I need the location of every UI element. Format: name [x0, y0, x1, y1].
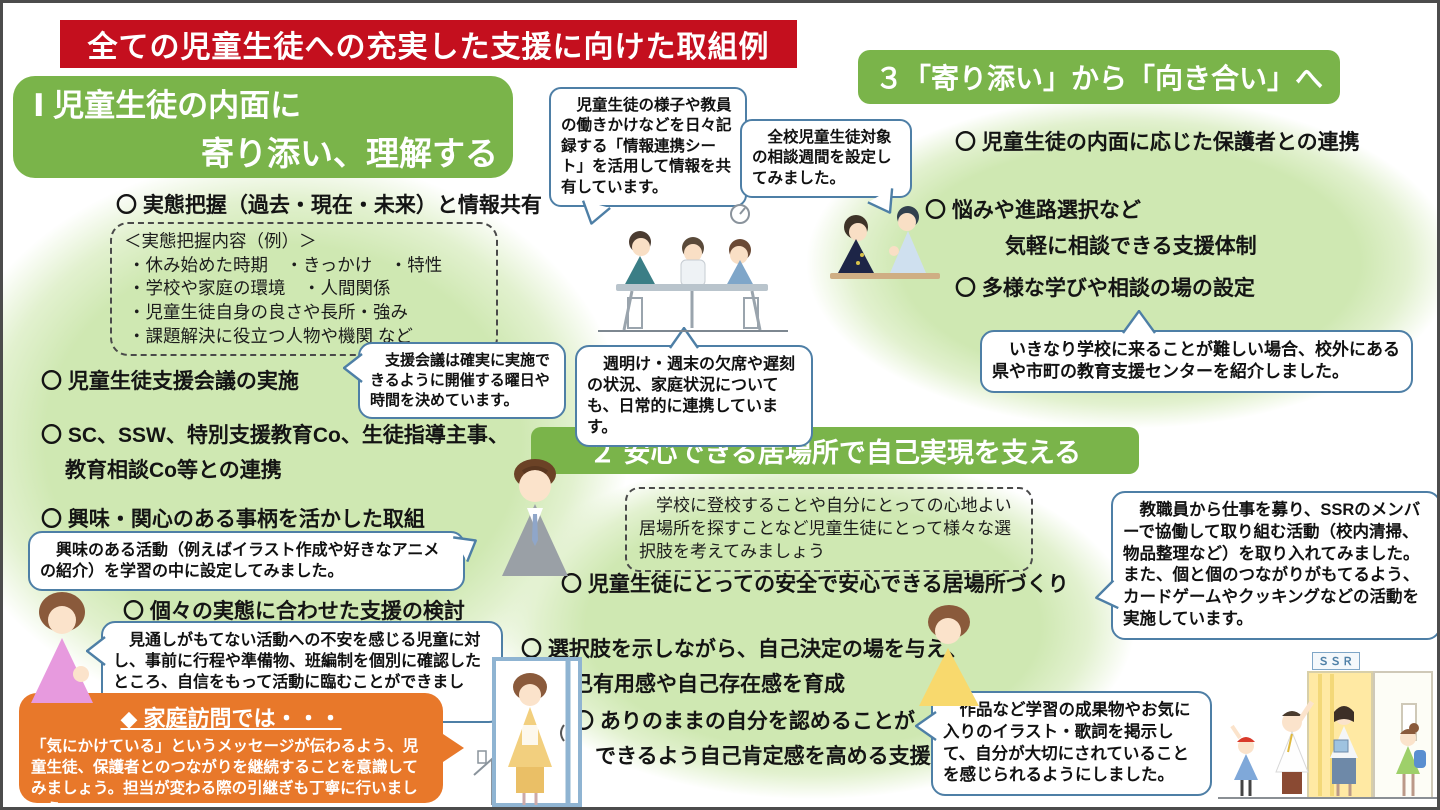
s1-grasp-box-line: ・休み始めた時期 ・きっかけ ・特性	[128, 254, 443, 275]
counseling-illustration	[830, 206, 940, 279]
s1-grasp-box-line: ・課題解決に役立つ人物や機関 など	[128, 325, 413, 346]
home-visit-heading: ◆ 家庭訪問では・・・	[120, 706, 342, 731]
bubble-tail	[86, 636, 106, 666]
ssr-scene: ＳＳＲ	[1216, 646, 1437, 807]
suit-man-illustration	[502, 459, 568, 576]
section1-heading-line2: 寄り添い、理解する	[201, 134, 498, 172]
s1-grasp-box: ＜実態把握内容（例）＞ ・休み始めた時期 ・きっかけ ・特性 ・学校や家庭の環境…	[110, 222, 498, 357]
s2-item-accept-line1: 〇 ありのままの自分を認めることが	[573, 710, 915, 733]
bubble-ssr-activity: 教職員から仕事を募り、SSRのメンバーで協働して取り組む活動（校内清掃、物品整理…	[1094, 491, 1437, 640]
section2-header: ２ 安心できる居場所で自己実現を支える	[531, 427, 1139, 474]
bubble-outlook-anxiety-text: 見通しがもてない活動への不安を感じる児童に対し、事前に行程や準備物、班編制を個別…	[113, 632, 482, 712]
bubble-tail	[867, 188, 894, 215]
bubble-tail	[343, 353, 363, 383]
bubble-tail	[453, 536, 478, 563]
bubble-interest-activity: 興味のある活動（例えばイラスト作成や好きなアニメの紹介）を学習の中に設定してみま…	[28, 531, 478, 592]
s2-item-choice-line1: 〇 選択肢を示しながら、自己決定の場を与え、	[521, 638, 968, 661]
bubble-weekly-contact: 週明け・週末の欠席や遅刻の状況、家庭状況についても、日常的に連携しています。	[575, 327, 813, 448]
bubble-tail	[915, 711, 937, 741]
s2-item-place: 〇 児童生徒にとっての安全で安心できる居場所づくり	[561, 573, 1069, 596]
bubble-tail	[1094, 579, 1119, 610]
s1-item-interest: 〇 興味・関心のある事柄を活かした取組	[41, 508, 425, 531]
bubble-support-center: いきなり学校に来ることが難しい場合、校外にある県や市町の教育支援センターを紹介し…	[980, 310, 1413, 393]
home-visit-box: ◆ 家庭訪問では・・・ 「気にかけている」というメッセージが伝わるよう、児童生徒…	[19, 693, 464, 807]
ssr-sign: ＳＳＲ	[1312, 652, 1360, 670]
section1-heading-line1: Ⅰ 児童生徒の内面に	[33, 87, 302, 123]
s1-item-meeting: 〇 児童生徒支援会議の実施	[41, 370, 299, 393]
bubble-consult-week-text: 全校児童生徒対象の相談週間を設定してみました。	[752, 129, 892, 187]
bubble-display-works: 作品など学習の成果物やお気に入りのイラスト・歌詞を掲示して、自分が大切にされてい…	[915, 691, 1212, 797]
s2-item-choice-line2: 自己有用感や自己存在感を育成	[551, 673, 845, 696]
ssr-scene-drawing	[1218, 671, 1437, 799]
pink-woman-illustration	[31, 592, 93, 703]
s3-item-consult-line2: 気軽に相談できる支援体制	[1005, 235, 1257, 258]
yellow-woman-illustration	[919, 605, 979, 706]
bubble-info-sheet: 児童生徒の様子や教員の働きかけなどを日々記録する「情報連携シート」を活用して情報…	[549, 87, 747, 226]
s3-item-consult-line1: 〇 悩みや進路選択など	[925, 199, 1141, 222]
s1-grasp-box-line: ・学校や家庭の環境 ・人間関係	[128, 278, 391, 299]
bubble-tail	[581, 200, 611, 226]
section1-header: Ⅰ 児童生徒の内面に 寄り添い、理解する	[13, 76, 513, 178]
bubble-ssr-activity-text: 教職員から仕事を募り、SSRのメンバーで協働して取り組む活動（校内清掃、物品整理…	[1123, 501, 1421, 628]
s1-item-individual: 〇 個々の実態に合わせた支援の検討	[123, 600, 465, 623]
orange-tail	[440, 732, 464, 764]
bubble-display-works-text: 作品など学習の成果物やお気に入りのイラスト・歌詞を掲示して、自分が大切にされてい…	[943, 701, 1191, 785]
meeting-illustration	[598, 204, 788, 332]
section3-header: ３「寄り添い」から「向き合い」へ	[858, 50, 1340, 104]
bubble-meeting-schedule: 支援会議は確実に実施できるように開催する曜日や時間を決めています。	[343, 342, 566, 420]
bubble-info-sheet-text: 児童生徒の様子や教員の働きかけなどを日々記録する「情報連携シート」を活用して情報…	[561, 97, 732, 196]
home-visit-door-illustration	[473, 657, 582, 807]
s1-item-grasp: 〇 実態把握（過去・現在・未来）と情報共有	[116, 194, 542, 217]
s1-item-sc-line2: 教育相談Co等との連携	[65, 459, 282, 482]
bubble-tail	[1122, 310, 1156, 334]
s1-grasp-box-line: ・児童生徒自身の良さや長所・強み	[128, 301, 408, 322]
s1-item-sc-line1: 〇 SC、SSW、特別支援教育Co、生徒指導主事、	[41, 424, 509, 447]
s3-item-various: 〇 多様な学びや相談の場の設定	[955, 277, 1255, 300]
bubble-consult-week: 全校児童生徒対象の相談週間を設定してみました。	[740, 119, 912, 215]
bubble-meeting-schedule-text: 支援会議は確実に実施できるように開催する曜日や時間を決めています。	[370, 352, 551, 409]
bubble-tail	[669, 327, 699, 349]
bubble-interest-activity-text: 興味のある活動（例えばイラスト作成や好きなアニメの紹介）を学習の中に設定してみま…	[40, 542, 440, 581]
s2-item-accept-line2: できるよう自己肯定感を高める支援	[595, 745, 931, 768]
home-visit-body: 「気にかけている」というメッセージが伝わるよう、児童生徒、保護者とのつながりを継…	[31, 738, 419, 810]
bubble-weekly-contact-text: 週明け・週末の欠席や遅刻の状況、家庭状況についても、日常的に連携しています。	[587, 356, 796, 437]
s2-note-box: 学校に登校することや自分にとっての心地よい居場所を探すことなど児童生徒にとって様…	[625, 487, 1033, 572]
section3-heading: ３「寄り添い」から「向き合い」へ	[874, 63, 1323, 94]
s1-grasp-box-title: ＜実態把握内容（例）＞	[124, 231, 317, 251]
s3-item-parents: 〇 児童生徒の内面に応じた保護者との連携	[955, 131, 1360, 154]
s2-note-text: 学校に登校することや自分にとっての心地よい居場所を探すことなど児童生徒にとって様…	[639, 496, 1012, 561]
page-title: 全ての児童生徒への充実した支援に向けた取組例	[60, 20, 797, 68]
bubble-support-center-text: いきなり学校に来ることが難しい場合、校外にある県や市町の教育支援センターを紹介し…	[992, 340, 1400, 382]
